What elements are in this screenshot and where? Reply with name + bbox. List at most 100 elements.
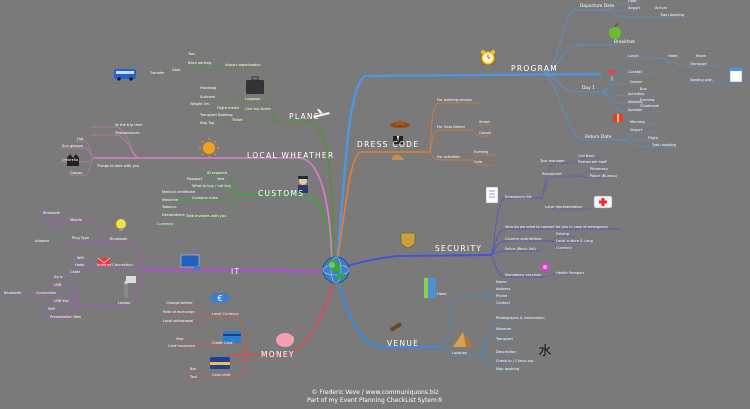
node[interactable]: Morning bbox=[630, 120, 645, 124]
node[interactable]: Medicine bbox=[162, 198, 179, 202]
node[interactable]: Sun glasses bbox=[62, 144, 84, 148]
node[interactable]: Who do we need to contact for you in cas… bbox=[505, 225, 609, 229]
node[interactable]: Local Currency bbox=[212, 312, 239, 316]
node[interactable]: Arrival bbox=[655, 6, 667, 10]
branch-label-plane[interactable]: PLANE bbox=[289, 112, 320, 121]
node[interactable]: Passport bbox=[187, 177, 203, 181]
node[interactable]: Hotel bbox=[437, 292, 447, 296]
node[interactable]: Hotel bbox=[75, 263, 85, 267]
node[interactable]: Emergency list bbox=[505, 195, 532, 199]
node[interactable]: Card Limit bbox=[212, 373, 231, 377]
node[interactable]: Wifi bbox=[48, 307, 55, 311]
node[interactable]: Train booking bbox=[660, 13, 685, 17]
branch-label-security[interactable]: SECURITY bbox=[435, 244, 483, 253]
node[interactable]: Speaker bbox=[628, 108, 643, 112]
node[interactable]: Bluetooth bbox=[4, 291, 22, 295]
node[interactable]: Airport organisation bbox=[225, 63, 261, 67]
node[interactable]: Hat bbox=[77, 137, 84, 141]
node[interactable]: For Gala Dinner bbox=[437, 125, 466, 129]
node[interactable]: Handbag bbox=[200, 86, 217, 90]
node[interactable]: Seating plan bbox=[690, 78, 713, 82]
node[interactable]: Breakfast bbox=[614, 40, 635, 45]
node[interactable]: Local representative bbox=[545, 205, 582, 209]
node[interactable]: Back parking bbox=[188, 61, 212, 65]
node[interactable]: Police (Bureau) bbox=[590, 174, 618, 178]
node[interactable]: Country specificities bbox=[505, 237, 542, 241]
node[interactable]: Temperatures bbox=[115, 131, 140, 135]
node[interactable]: Cable bbox=[70, 270, 81, 274]
node[interactable]: Address bbox=[496, 287, 511, 291]
branch-label-it[interactable]: IT bbox=[231, 267, 241, 276]
globe-icon[interactable] bbox=[322, 256, 350, 284]
node[interactable]: Contact bbox=[496, 301, 510, 305]
node[interactable]: Day 1 bbox=[582, 86, 595, 91]
node[interactable]: Evening bbox=[474, 150, 489, 154]
node[interactable]: Local culture & Lang bbox=[556, 239, 593, 243]
node[interactable]: Change before bbox=[166, 301, 193, 305]
node[interactable]: Visa bbox=[176, 337, 184, 341]
node[interactable]: Restaurant staff bbox=[578, 160, 607, 164]
node[interactable]: Return Date bbox=[585, 135, 612, 140]
node[interactable]: Medical certificate bbox=[162, 190, 196, 194]
node[interactable]: Driving bbox=[556, 232, 569, 236]
node[interactable]: Health Passport bbox=[556, 271, 585, 275]
node[interactable]: At the trip time bbox=[115, 123, 143, 127]
node[interactable]: Mobile bbox=[70, 218, 82, 222]
node[interactable]: Room bbox=[696, 54, 707, 58]
node[interactable]: Customs rules bbox=[192, 196, 218, 200]
node[interactable]: One trip ticket bbox=[245, 107, 271, 111]
node[interactable]: Credit Card bbox=[212, 341, 233, 345]
node[interactable]: For working session bbox=[437, 98, 473, 102]
node[interactable]: Casual bbox=[479, 131, 492, 135]
node[interactable]: Date bbox=[628, 0, 637, 3]
node[interactable]: Departure Date bbox=[580, 4, 615, 9]
node[interactable]: Call Back bbox=[578, 154, 595, 158]
node[interactable]: Currency bbox=[556, 246, 573, 250]
node[interactable]: Rate of exchange bbox=[163, 310, 195, 314]
node[interactable]: Name bbox=[496, 280, 507, 284]
branch-label-venue[interactable]: VENUE bbox=[387, 339, 420, 348]
node[interactable]: Taxi bbox=[190, 375, 197, 379]
node[interactable]: Activities bbox=[628, 92, 645, 96]
node[interactable]: Sync bbox=[54, 275, 63, 279]
node[interactable]: Cocktail bbox=[628, 70, 643, 74]
node[interactable]: USB Key bbox=[54, 299, 70, 303]
node[interactable]: Airport bbox=[630, 128, 643, 132]
node[interactable]: Train booking bbox=[652, 143, 677, 147]
node[interactable]: Gear bbox=[172, 68, 181, 72]
node[interactable]: Map booking bbox=[496, 367, 520, 371]
node[interactable]: Visa bbox=[217, 177, 225, 181]
node[interactable]: Luggage bbox=[245, 97, 261, 101]
node[interactable]: Museum bbox=[496, 327, 512, 331]
node[interactable]: For activities bbox=[437, 155, 460, 159]
node[interactable]: Restaurant bbox=[542, 172, 562, 176]
node[interactable]: Adapter bbox=[35, 239, 50, 243]
node[interactable]: Location bbox=[452, 351, 468, 355]
node[interactable]: Transfer bbox=[150, 71, 165, 75]
node[interactable]: Suitcase bbox=[200, 95, 216, 99]
node[interactable]: Bag Tag bbox=[200, 121, 215, 125]
branch-label-money[interactable]: MONEY bbox=[261, 350, 295, 359]
node[interactable]: Connection bbox=[36, 291, 57, 295]
node[interactable]: Transport bbox=[690, 62, 707, 66]
node[interactable]: Airport bbox=[628, 6, 641, 10]
branch-label-program[interactable]: PROGRAM bbox=[511, 64, 559, 73]
node[interactable]: Laptop bbox=[118, 301, 131, 305]
node[interactable]: Hotel bbox=[668, 54, 678, 58]
node[interactable]: Weight lim. bbox=[190, 102, 211, 106]
node[interactable]: Bar bbox=[190, 367, 197, 371]
node[interactable]: Photographs & Information bbox=[496, 316, 545, 320]
node[interactable]: Bluetooth bbox=[110, 237, 128, 241]
node[interactable]: Flight meals bbox=[217, 106, 239, 110]
node[interactable]: Meeting bbox=[628, 100, 643, 104]
node[interactable]: Tour manager bbox=[540, 159, 565, 163]
node[interactable]: Umbrella bbox=[62, 158, 79, 162]
node[interactable]: Flight bbox=[648, 136, 659, 140]
node[interactable]: Mandatory vaccines bbox=[505, 273, 542, 277]
node[interactable]: Transport bbox=[496, 337, 513, 341]
node[interactable]: Bluetooth bbox=[43, 211, 61, 215]
node[interactable]: Plug Type bbox=[72, 236, 90, 240]
node[interactable]: Cloakroom bbox=[640, 104, 660, 108]
node[interactable]: Local withdrawal bbox=[163, 319, 194, 323]
node[interactable]: Wifi bbox=[77, 256, 84, 260]
